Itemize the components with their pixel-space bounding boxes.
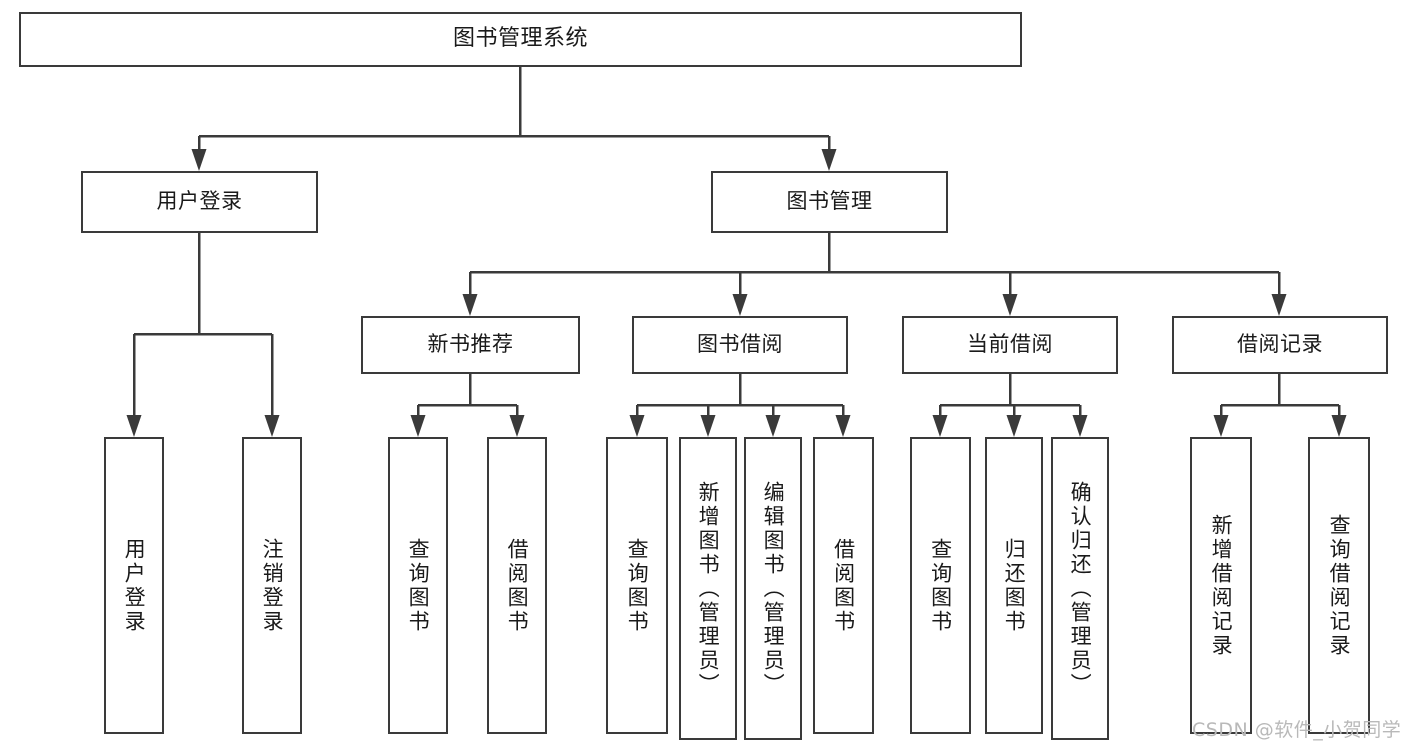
node-leaf-add-book-admin[interactable]: 新增图书（管理员） — [679, 437, 737, 740]
node-root[interactable]: 图书管理系统 — [19, 12, 1022, 67]
node-leaf-borrow-book[interactable]: 借阅图书 — [813, 437, 874, 734]
node-leaf-borrow-book-new-label: 借阅图书 — [505, 537, 530, 634]
node-current-borrow[interactable]: 当前借阅 — [902, 316, 1118, 374]
node-leaf-borrow-book-label: 借阅图书 — [831, 537, 856, 634]
node-leaf-return-book-label: 归还图书 — [1002, 537, 1027, 634]
node-book-borrow-label: 图书借阅 — [697, 332, 783, 357]
node-leaf-confirm-return-admin[interactable]: 确认归还（管理员） — [1051, 437, 1109, 740]
node-leaf-add-borrow-record-label: 新增借阅记录 — [1209, 513, 1234, 658]
node-user-login-label: 用户登录 — [156, 189, 243, 214]
node-leaf-return-book[interactable]: 归还图书 — [985, 437, 1043, 734]
node-leaf-user-login-label: 用户登录 — [122, 537, 147, 634]
node-book-borrow[interactable]: 图书借阅 — [632, 316, 848, 374]
watermark: CSDN @软件_小贺同学 — [1192, 719, 1402, 741]
node-leaf-edit-book-admin-label: 编辑图书（管理员） — [761, 480, 786, 697]
node-leaf-confirm-return-admin-label: 确认归还（管理员） — [1068, 480, 1093, 697]
node-leaf-query-book-new-label: 查询图书 — [406, 537, 431, 634]
node-leaf-query-borrow-record-label: 查询借阅记录 — [1327, 513, 1352, 658]
node-leaf-query-book-current[interactable]: 查询图书 — [910, 437, 971, 734]
node-leaf-logout[interactable]: 注销登录 — [242, 437, 302, 734]
node-leaf-query-book-new[interactable]: 查询图书 — [388, 437, 448, 734]
node-leaf-logout-label: 注销登录 — [260, 537, 285, 634]
node-book-manage[interactable]: 图书管理 — [711, 171, 948, 233]
node-current-borrow-label: 当前借阅 — [967, 332, 1053, 357]
node-leaf-query-book-borrow[interactable]: 查询图书 — [606, 437, 668, 734]
node-root-label: 图书管理系统 — [452, 26, 588, 52]
node-leaf-query-book-borrow-label: 查询图书 — [625, 537, 650, 634]
node-leaf-query-book-current-label: 查询图书 — [928, 537, 953, 634]
node-borrow-record[interactable]: 借阅记录 — [1172, 316, 1388, 374]
node-leaf-borrow-book-new[interactable]: 借阅图书 — [487, 437, 547, 734]
node-leaf-user-login[interactable]: 用户登录 — [104, 437, 164, 734]
node-leaf-edit-book-admin[interactable]: 编辑图书（管理员） — [744, 437, 802, 740]
node-leaf-add-book-admin-label: 新增图书（管理员） — [696, 480, 721, 697]
node-new-book-recommend-label: 新书推荐 — [427, 332, 514, 357]
node-user-login[interactable]: 用户登录 — [81, 171, 318, 233]
node-borrow-record-label: 借阅记录 — [1237, 332, 1323, 357]
node-book-manage-label: 图书管理 — [786, 189, 873, 214]
node-new-book-recommend[interactable]: 新书推荐 — [361, 316, 580, 374]
node-leaf-query-borrow-record[interactable]: 查询借阅记录 — [1308, 437, 1370, 734]
node-leaf-add-borrow-record[interactable]: 新增借阅记录 — [1190, 437, 1252, 734]
